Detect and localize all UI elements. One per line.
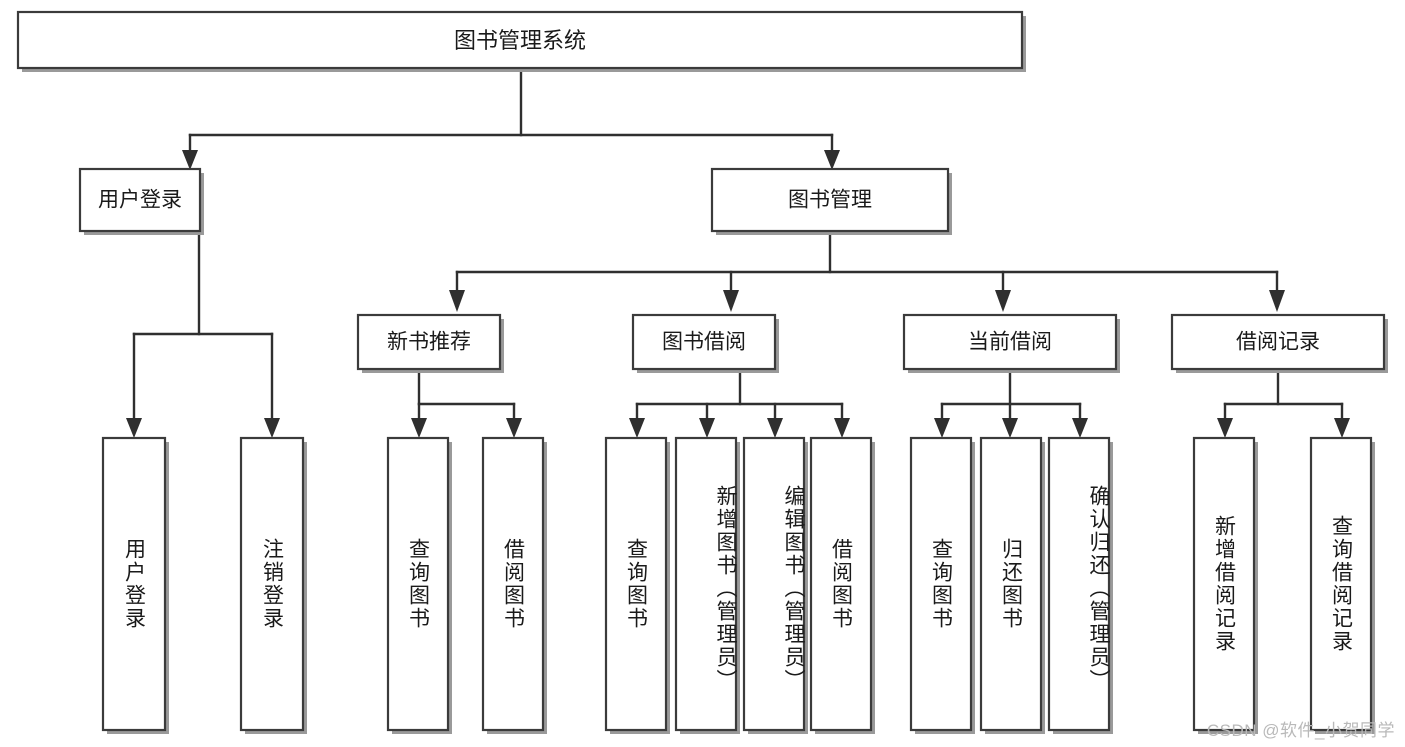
connector-newbook-to-leaves <box>411 372 522 438</box>
node-borrow-record[interactable]: 借阅记录 <box>1170 313 1388 373</box>
node-book-borrow-label: 图书借阅 <box>662 331 746 354</box>
node-leaf-query-book-2[interactable] <box>604 436 670 734</box>
node-user-login[interactable]: 用户登录 <box>78 167 204 235</box>
node-leaf-logout[interactable] <box>239 436 307 734</box>
connector-borrowrecord-to-leaves <box>1217 372 1350 438</box>
connector-bookmgmt-to-level2 <box>449 232 1285 312</box>
node-leaf-edit-book[interactable] <box>742 436 808 734</box>
node-new-book-recommend-label: 新书推荐 <box>387 331 471 354</box>
node-borrow-record-label: 借阅记录 <box>1236 331 1320 354</box>
watermark: CSDN @软件_小贺同学 <box>1206 721 1395 740</box>
node-leaf-confirm-return[interactable] <box>1047 436 1113 734</box>
connector-userlogin-to-leaves <box>126 232 280 438</box>
node-leaf-add-borrow-record[interactable] <box>1192 436 1258 734</box>
node-current-borrow-label: 当前借阅 <box>968 331 1052 354</box>
node-leaf-query-book-1[interactable] <box>386 436 452 734</box>
node-root[interactable]: 图书管理系统 <box>16 10 1026 72</box>
connector-bookborrow-to-leaves <box>629 372 850 438</box>
node-leaf-query-book-3[interactable] <box>909 436 975 734</box>
node-new-book-recommend[interactable]: 新书推荐 <box>356 313 504 373</box>
connector-currentborrow-to-leaves <box>934 372 1088 438</box>
node-current-borrow[interactable]: 当前借阅 <box>902 313 1120 373</box>
node-leaf-borrow-book-2[interactable] <box>809 436 875 734</box>
node-book-borrow[interactable]: 图书借阅 <box>631 313 779 373</box>
connector-root-to-level1 <box>182 66 840 170</box>
node-leaf-user-login[interactable] <box>101 436 169 734</box>
node-leaf-borrow-book-1[interactable] <box>481 436 547 734</box>
node-book-management-label: 图书管理 <box>788 189 872 212</box>
node-root-label: 图书管理系统 <box>454 28 586 53</box>
node-leaf-query-borrow-record[interactable] <box>1309 436 1375 734</box>
node-book-management[interactable]: 图书管理 <box>710 167 952 235</box>
node-leaf-add-book[interactable] <box>674 436 740 734</box>
node-user-login-label: 用户登录 <box>98 189 182 212</box>
node-leaf-return-book[interactable] <box>979 436 1045 734</box>
